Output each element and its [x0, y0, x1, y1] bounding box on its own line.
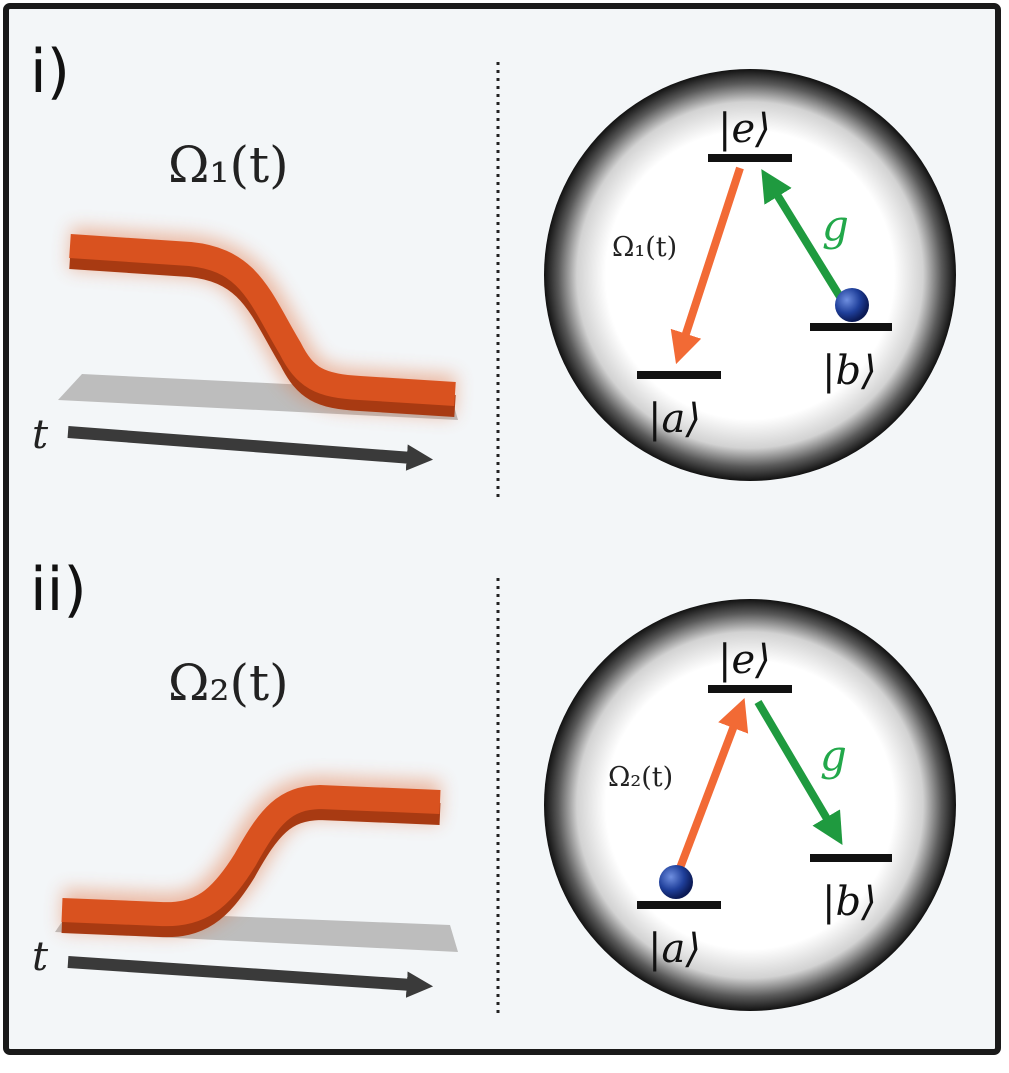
pulse-ii-time-axis — [67, 956, 434, 998]
atom-i — [835, 288, 869, 322]
coupling-arrow-ii — [754, 699, 843, 846]
panel-ii-label: ii) — [30, 555, 87, 625]
ket-ii-excited: |e⟩ — [718, 637, 771, 683]
laser-label-i: Ω₁(t) — [612, 232, 677, 263]
atom-ii — [659, 865, 693, 899]
panel-i-label: i) — [30, 37, 70, 107]
ket-i-a: |a⟩ — [648, 396, 701, 442]
laser-arrow-i — [670, 166, 744, 365]
coupling-arrow-i — [761, 169, 846, 303]
laser-arrow-ii — [676, 698, 749, 870]
pulse-i-ribbon — [69, 234, 456, 406]
pulse-ii-ribbon — [61, 784, 441, 927]
pulse-i-time-axis — [67, 426, 434, 471]
pulse-ii-time-label: t — [32, 934, 49, 980]
laser-label-ii: Ω₂(t) — [608, 762, 673, 793]
pulse-i-title: Ω₁(t) — [168, 136, 289, 194]
ket-ii-b: |b⟩ — [822, 879, 877, 925]
ket-ii-a: |a⟩ — [648, 926, 701, 972]
coupling-label-i: g — [822, 201, 849, 250]
pulse-ii-title: Ω₂(t) — [168, 654, 289, 712]
ket-i-b: |b⟩ — [822, 348, 877, 394]
pulse-i-time-label: t — [32, 412, 49, 458]
ket-i-excited: |e⟩ — [718, 106, 771, 152]
coupling-label-ii: g — [820, 731, 847, 780]
